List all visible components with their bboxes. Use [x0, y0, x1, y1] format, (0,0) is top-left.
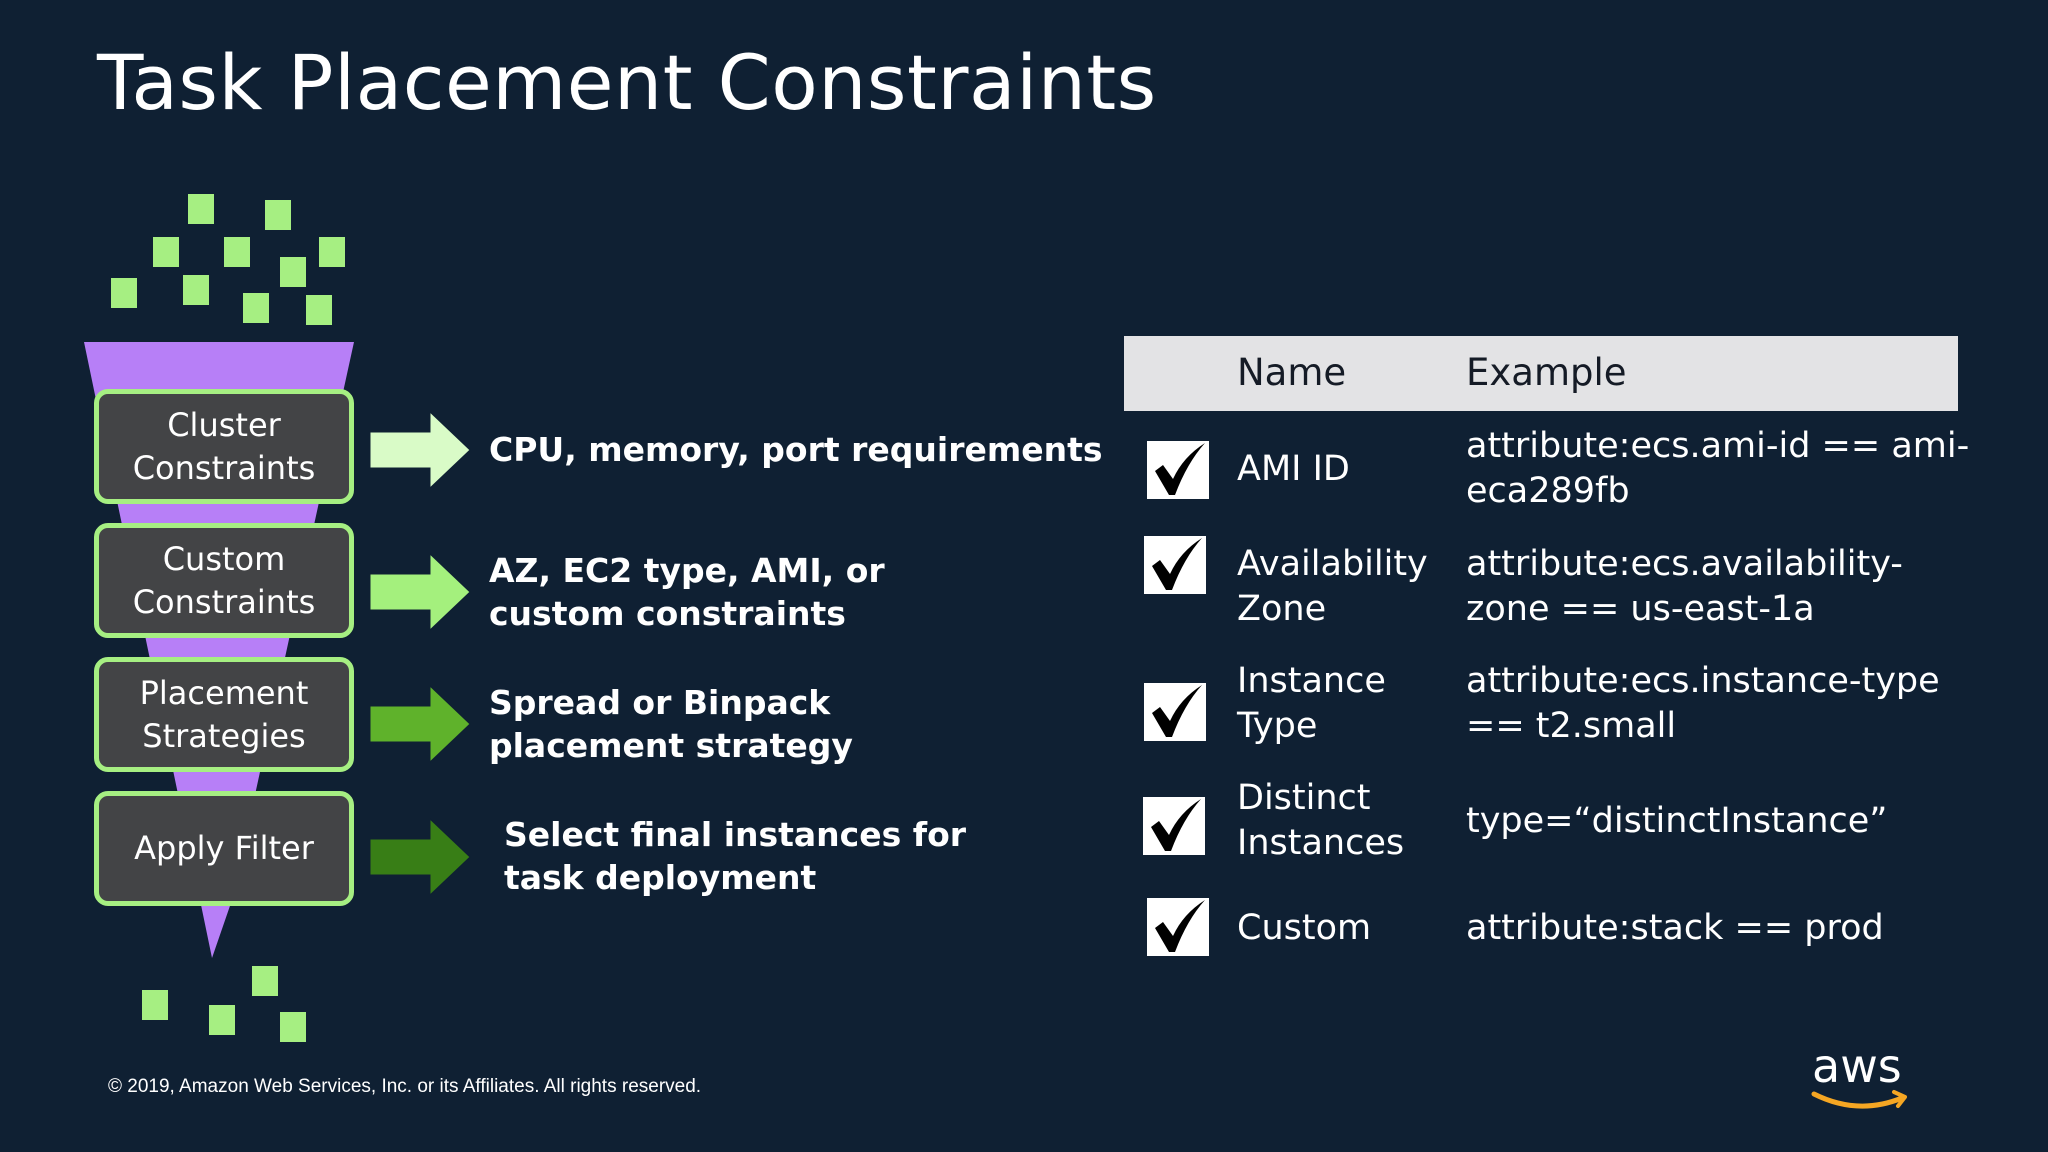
stage-label: Custom Constraints: [132, 539, 316, 621]
stage-description-filter: Select final instances for task deployme…: [504, 815, 967, 897]
checkbox-checked-icon: [1144, 536, 1206, 594]
input-square: [111, 278, 137, 308]
output-square: [252, 966, 278, 996]
output-square: [142, 990, 168, 1020]
output-squares: [142, 966, 306, 1042]
table-row-name: Instance Type: [1237, 661, 1386, 746]
stage-description-custom: AZ, EC2 type, AMI, or custom constraints: [489, 551, 885, 633]
table-header: [1124, 336, 1958, 411]
input-square: [306, 295, 332, 325]
aws-logo-text: aws: [1812, 1040, 1902, 1093]
aws-logo-icon: aws: [1811, 1040, 1907, 1109]
arrow-right-icon: [369, 552, 471, 632]
stage-label: Placement Strategies: [139, 673, 309, 755]
column-header-example: Example: [1466, 351, 1627, 394]
table-row-example: attribute:ecs.availability- zone == us-e…: [1466, 544, 1903, 629]
checkbox-checked-icon: [1143, 797, 1205, 855]
stage-box-custom-constraints: Custom Constraints: [94, 523, 354, 638]
slide-title: Task Placement Constraints: [97, 38, 1157, 127]
column-header-name: Name: [1237, 351, 1347, 394]
checkbox-checked-icon: [1147, 441, 1209, 499]
input-square: [243, 293, 269, 323]
stage-box-placement-strategies: Placement Strategies: [94, 657, 354, 772]
copyright-footer: © 2019, Amazon Web Services, Inc. or its…: [108, 1076, 702, 1097]
input-square: [153, 237, 179, 267]
output-square: [280, 1012, 306, 1042]
table-row-example: attribute:stack == prod: [1466, 908, 1884, 948]
input-square: [224, 237, 250, 267]
input-square: [280, 257, 306, 287]
table-row-name: Custom: [1237, 908, 1372, 948]
input-square: [188, 194, 214, 224]
input-square: [183, 275, 209, 305]
checkbox-checked-icon: [1147, 898, 1209, 956]
arrow-right-icon: [369, 817, 471, 897]
table-row-example: type=“distinctInstance”: [1466, 801, 1888, 841]
arrow-right-icon: [369, 410, 471, 490]
table-row-name: Availability Zone: [1237, 544, 1428, 629]
stage-box-cluster-constraints: Cluster Constraints: [94, 389, 354, 504]
arrow-right-icon: [369, 684, 471, 764]
table-row-name: AMI ID: [1237, 449, 1350, 489]
table-row-example: attribute:ecs.ami-id == ami- eca289fb: [1466, 426, 1970, 511]
stage-label: Apply Filter: [134, 829, 314, 867]
input-square: [319, 237, 345, 267]
table-row-example: attribute:ecs.instance-type == t2.small: [1466, 661, 1940, 746]
input-square: [265, 200, 291, 230]
input-squares: [111, 194, 345, 325]
stage-label: Cluster Constraints: [132, 405, 316, 487]
table-row-name: Distinct Instances: [1237, 778, 1405, 863]
checkbox-checked-icon: [1144, 683, 1206, 741]
stage-box-apply-filter: Apply Filter: [94, 791, 354, 906]
stage-description-cluster: CPU, memory, port requirements: [489, 430, 1103, 469]
output-square: [209, 1005, 235, 1035]
stage-description-placement: Spread or Binpack placement strategy: [489, 683, 853, 765]
